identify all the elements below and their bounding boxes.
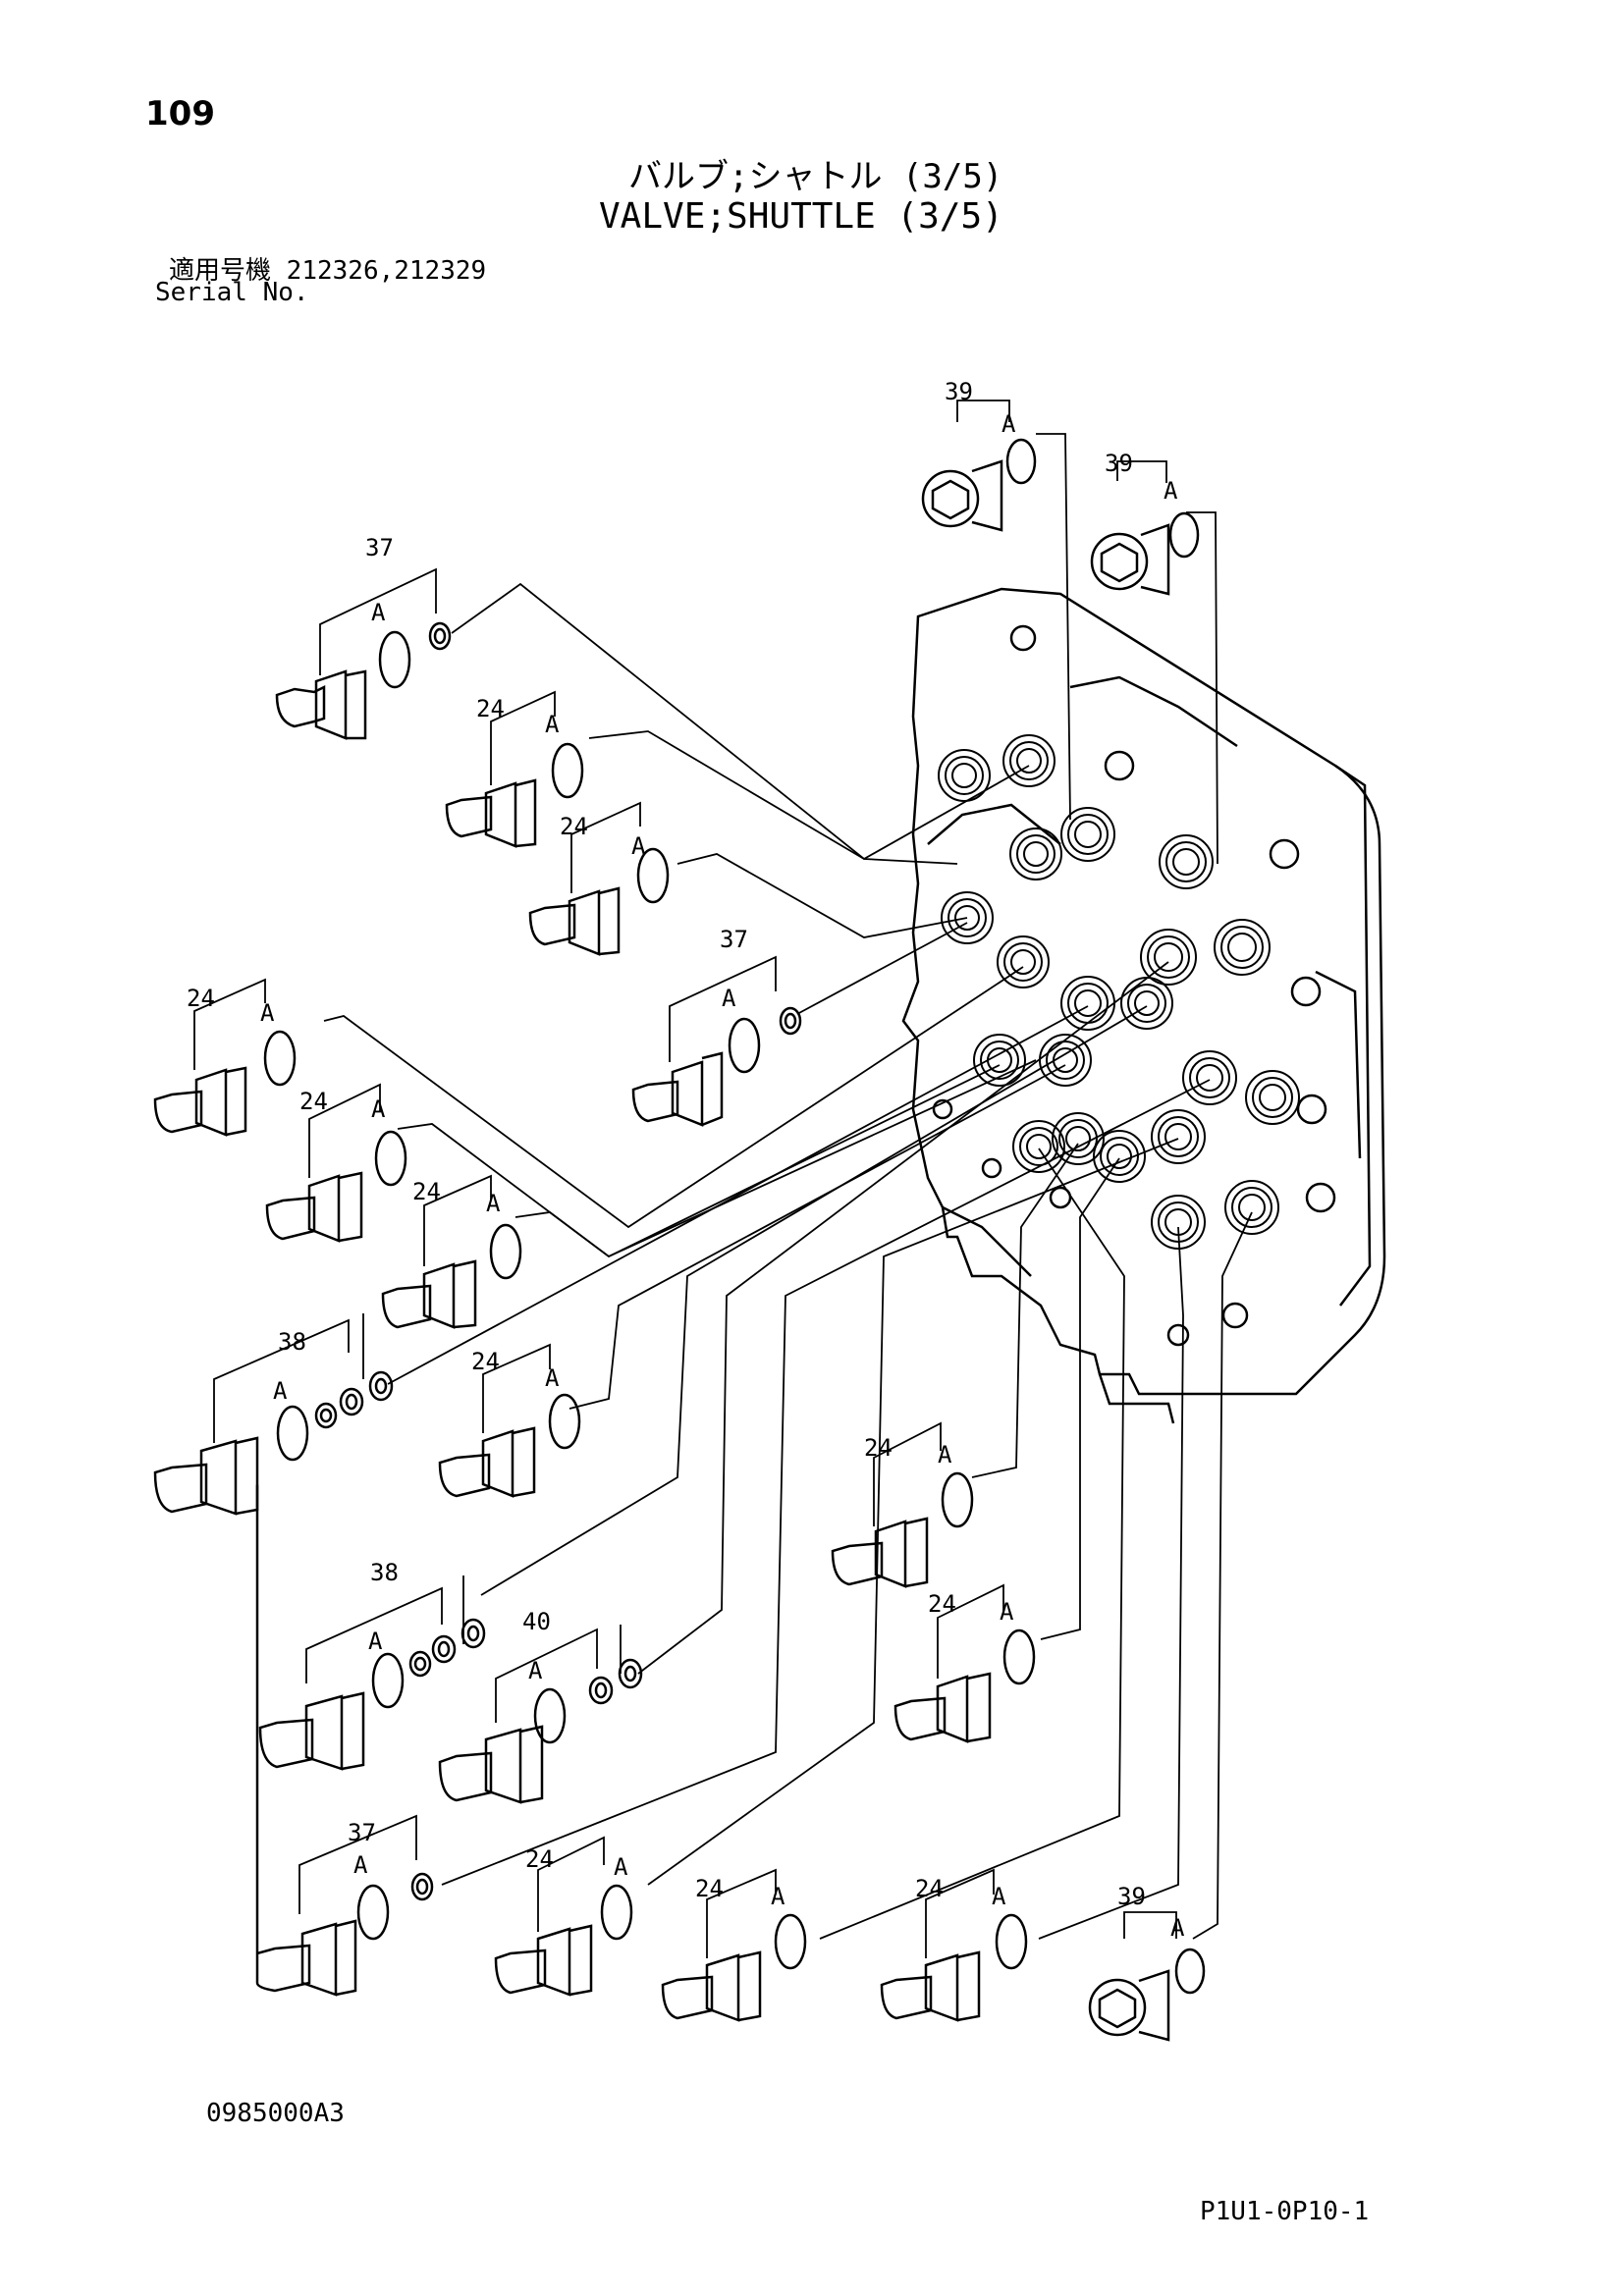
callout-a: A (260, 999, 275, 1027)
serial-line: 適用号機 212326,212329 (169, 250, 486, 287)
callout-a: A (368, 1628, 383, 1655)
callout-a: A (371, 1095, 386, 1123)
callout-a: A (614, 1853, 628, 1881)
callout-37: 37 (720, 926, 748, 953)
callout-a: A (545, 711, 560, 738)
callout-24: 24 (915, 1875, 944, 1902)
parts-group-39-top-b (1090, 460, 1200, 596)
callout-37: 37 (348, 1819, 376, 1846)
callout-40: 40 (522, 1608, 551, 1635)
callout-37: 37 (365, 534, 394, 561)
serial-label-jp: 適用号機 (169, 256, 272, 286)
callout-24: 24 (412, 1178, 441, 1205)
callout-a: A (992, 1883, 1006, 1910)
callout-a: A (1000, 1598, 1014, 1626)
callout-a: A (771, 1883, 785, 1910)
callout-a: A (371, 599, 386, 626)
title-english: VALVE;SHUTTLE (3/5) (599, 196, 1003, 237)
callout-24: 24 (187, 985, 215, 1012)
callout-24: 24 (695, 1875, 724, 1902)
callout-a: A (528, 1657, 543, 1684)
callout-24: 24 (560, 813, 588, 840)
callout-a: A (631, 832, 646, 860)
callout-39: 39 (1105, 450, 1133, 477)
valve-body-illustration (901, 587, 1386, 1424)
page-number: 109 (145, 94, 215, 133)
callout-24: 24 (299, 1088, 328, 1115)
callout-a: A (486, 1190, 501, 1217)
callout-labels: 39 A 39 A 37 A 24 A 24 A 37 A 24 A 24 A … (187, 378, 1185, 1942)
serial-label-en: Serial No. (155, 278, 309, 307)
callout-24: 24 (476, 695, 505, 722)
callout-a: A (273, 1377, 288, 1405)
callout-a: A (353, 1851, 368, 1879)
callout-38: 38 (370, 1559, 399, 1586)
callout-a: A (938, 1441, 952, 1468)
title-japanese: バルブ;シャトル (3/5) (628, 157, 1003, 196)
leader-lines (323, 433, 1253, 1940)
callout-a: A (545, 1364, 560, 1392)
callout-39: 39 (1117, 1883, 1146, 1910)
callout-a: A (1001, 410, 1016, 438)
callout-24: 24 (928, 1590, 956, 1618)
fitting-drawings (153, 567, 1206, 2042)
callout-24: 24 (471, 1348, 500, 1375)
page-code: P1U1-0P10-1 (1200, 2197, 1370, 2226)
callout-a: A (1164, 477, 1178, 505)
callout-a: A (1170, 1914, 1185, 1942)
callout-39: 39 (945, 378, 973, 405)
drawing-code: 0985000A3 (206, 2099, 345, 2128)
callout-a: A (722, 985, 736, 1012)
callout-24: 24 (864, 1434, 893, 1462)
parts-group-39-top-a (921, 400, 1037, 532)
callout-38: 38 (278, 1328, 306, 1356)
callout-24: 24 (525, 1845, 554, 1873)
serial-numbers: 212326,212329 (286, 256, 487, 286)
